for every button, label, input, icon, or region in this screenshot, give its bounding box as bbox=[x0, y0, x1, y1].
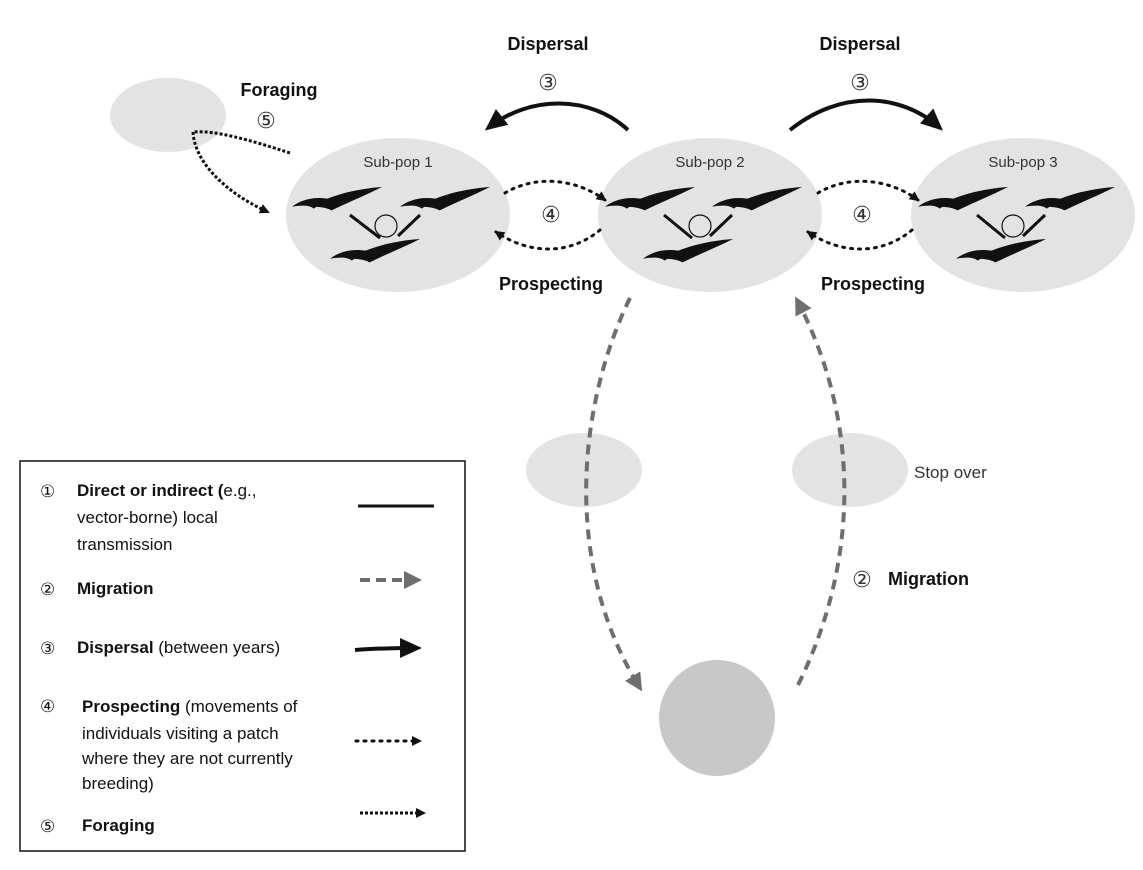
prospecting-arrow-2to3 bbox=[816, 179, 920, 202]
legend-item2-label: Migration bbox=[77, 579, 154, 598]
legend-item1-line1: Direct or indirect (e.g., bbox=[77, 481, 257, 500]
dispersal-arrow-right bbox=[788, 98, 943, 132]
legend-dispersal-arrow bbox=[354, 638, 422, 659]
prospecting-label-right: Prospecting bbox=[821, 274, 925, 294]
legend-marker-three: ③ bbox=[40, 639, 55, 658]
foraging-arrow-out bbox=[192, 130, 291, 155]
migration-arrow-up bbox=[795, 296, 847, 686]
marker-two: ② bbox=[852, 567, 872, 592]
legend-item4-line1: Prospecting (movements of bbox=[82, 697, 298, 716]
prospecting-arrow-1to2 bbox=[503, 179, 607, 202]
stop-over-label: Stop over bbox=[914, 463, 987, 482]
prospecting-arrow-2to1 bbox=[494, 228, 602, 251]
foraging-arrow-in bbox=[191, 131, 270, 214]
wintering-area bbox=[659, 660, 775, 776]
subpop1-label: Sub-pop 1 bbox=[363, 154, 432, 171]
legend-item4-line3: where they are not currently bbox=[81, 749, 293, 768]
legend-item3-label: Dispersal (between years) bbox=[77, 638, 280, 657]
legend-marker-one: ① bbox=[40, 482, 55, 501]
legend-marker-four: ④ bbox=[40, 697, 55, 716]
foraging-label: Foraging bbox=[241, 80, 318, 100]
stopover-patch-right bbox=[792, 433, 908, 507]
foraging-patch bbox=[110, 78, 226, 152]
prospecting-label-left: Prospecting bbox=[499, 274, 603, 294]
legend-item1-line2: vector-borne) local bbox=[77, 508, 218, 527]
marker-three-right: ③ bbox=[850, 70, 870, 95]
marker-three-left: ③ bbox=[538, 70, 558, 95]
marker-five: ⑤ bbox=[256, 108, 276, 133]
subpop1-birds bbox=[292, 187, 490, 263]
legend: ① Direct or indirect (e.g., vector-borne… bbox=[19, 460, 466, 852]
dispersal-label-left: Dispersal bbox=[507, 34, 588, 54]
legend-marker-two: ② bbox=[40, 580, 55, 599]
legend-item1-line3: transmission bbox=[77, 535, 172, 554]
marker-four-right: ④ bbox=[852, 202, 872, 227]
subpop2-birds bbox=[605, 187, 802, 263]
legend-item4-line2: individuals visiting a patch bbox=[82, 724, 279, 743]
dispersal-label-right: Dispersal bbox=[819, 34, 900, 54]
subpop3-label: Sub-pop 3 bbox=[988, 154, 1057, 171]
subpop2-label: Sub-pop 2 bbox=[675, 154, 744, 171]
subpop3-birds bbox=[918, 187, 1115, 263]
migration-arrow-down bbox=[584, 297, 643, 692]
stopover-patch-left bbox=[526, 433, 642, 507]
prospecting-arrow-3to2 bbox=[806, 228, 914, 251]
legend-item5-label: Foraging bbox=[82, 816, 155, 835]
legend-box bbox=[19, 460, 466, 852]
legend-item4-line4: breeding) bbox=[82, 774, 154, 793]
dispersal-arrow-left bbox=[484, 101, 630, 132]
migration-label: Migration bbox=[888, 569, 969, 589]
marker-four-left: ④ bbox=[541, 202, 561, 227]
legend-marker-five: ⑤ bbox=[40, 817, 55, 836]
